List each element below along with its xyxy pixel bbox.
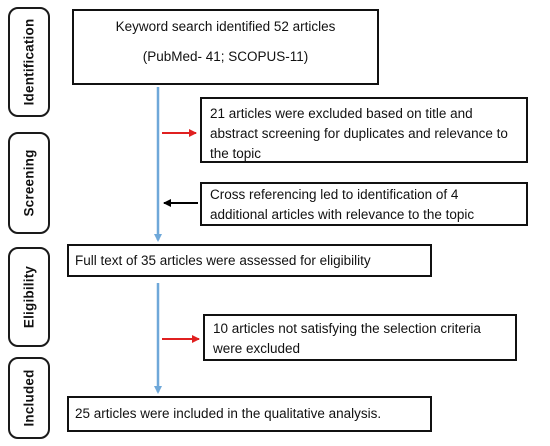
cross-referencing-box: Cross referencing led to identification … [200, 182, 528, 226]
identification-box: Keyword search identified 52 articles (P… [72, 9, 379, 85]
screening-exclusion-box: 21 articles were excluded based on title… [200, 97, 528, 163]
stage-screening: Screening [8, 132, 50, 234]
full-text-assessment-text: Full text of 35 articles were assessed f… [75, 253, 371, 268]
identification-sources-text: (PubMed- 41; SCOPUS-11) [142, 49, 309, 64]
eligibility-exclusion-text: 10 articles not satisfying the selection… [213, 321, 481, 356]
included-text: 25 articles were included in the qualita… [75, 406, 382, 421]
stage-eligibility: Eligibility [8, 247, 50, 347]
cross-referencing-text: Cross referencing led to identification … [210, 187, 475, 222]
stage-identification: Identification [8, 7, 50, 117]
screening-exclusion-text: 21 articles were excluded based on title… [210, 106, 508, 161]
identification-search-text: Keyword search identified 52 articles [115, 19, 336, 34]
full-text-assessment-box: Full text of 35 articles were assessed f… [67, 244, 432, 277]
included-box: 25 articles were included in the qualita… [67, 396, 432, 432]
eligibility-exclusion-box: 10 articles not satisfying the selection… [203, 314, 517, 361]
stage-included: Included [8, 357, 50, 439]
